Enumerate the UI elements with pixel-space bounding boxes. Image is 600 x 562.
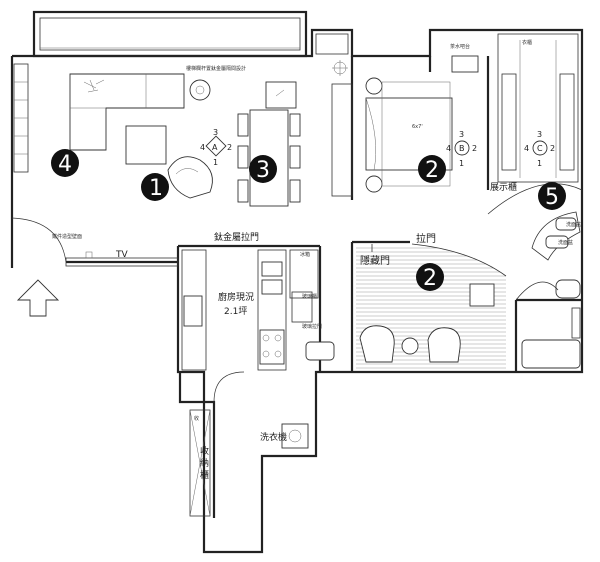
sliding-door-label: 鈦金屬拉門 [214, 231, 259, 243]
svg-text:4: 4 [524, 144, 529, 153]
svg-text:2: 2 [227, 143, 232, 152]
svg-text:B: B [459, 144, 465, 153]
svg-text:1: 1 [537, 159, 542, 168]
kitchen-title: 廚房現況 [218, 291, 254, 303]
left-window [13, 63, 29, 173]
basin-1 [555, 217, 577, 231]
plant-icon [83, 79, 105, 93]
second-bedroom: 隱藏門 拉門 [356, 232, 507, 369]
laundry: 收 收 納 櫃 洗衣機 [189, 409, 309, 517]
zone-badge-4: 4 [51, 149, 79, 177]
glass-door-label: 玻璃拉門 [302, 323, 322, 330]
lounge-chair [167, 156, 213, 199]
svg-text:C: C [537, 144, 543, 153]
svg-text:2: 2 [472, 144, 477, 153]
zone-badge-3: 3 [249, 155, 277, 183]
svg-text:1: 1 [213, 158, 218, 167]
storage-label-3: 櫃 [200, 469, 209, 481]
bar-stool [265, 81, 297, 109]
storage-label-1: 收 [200, 445, 209, 457]
svg-text:3: 3 [256, 158, 270, 183]
svg-text:1: 1 [149, 176, 163, 201]
bedroom-bar-label: 茶水吧台 [450, 43, 470, 50]
pull-door-label: 拉門 [416, 232, 436, 245]
pillar [315, 33, 349, 55]
basin-2 [545, 235, 569, 249]
svg-text:4: 4 [446, 144, 451, 153]
glass-cabinet-label: 玻璃櫃 [302, 293, 317, 300]
coffee-table [125, 125, 167, 165]
zone-badge-2-bedroom: 2 [418, 155, 446, 183]
bed-size-label: 6x7' [412, 124, 423, 130]
laundry-label: 洗衣機 [260, 431, 287, 443]
svg-text:5: 5 [545, 185, 559, 210]
svg-text:4: 4 [58, 152, 72, 177]
closet: 衣櫃 [497, 33, 579, 183]
vanity-counter [531, 211, 581, 261]
zone-badge-1: 1 [141, 173, 169, 201]
display-cabinet-label: 展示櫃 [490, 181, 517, 193]
tv-label: TV [115, 250, 128, 260]
desk: 茶水吧台 [450, 43, 479, 73]
floor-lamp [189, 79, 211, 101]
basin-label-1: 洗面盆 [566, 221, 581, 228]
elevation-marker-b: B 3 4 2 1 [446, 130, 477, 168]
svg-text:3: 3 [459, 130, 464, 139]
elevation-marker-a: A 3 4 2 1 [200, 128, 232, 167]
zone-badge-5: 5 [538, 182, 566, 210]
storage-label-2: 納 [200, 457, 209, 469]
bathroom-curve-wall [487, 183, 583, 215]
ceiling-light-icon [332, 60, 348, 76]
kitchen-sink-icon [261, 261, 283, 295]
svg-text:4: 4 [200, 143, 205, 152]
kitchen: 廚房現況 2.1坪 鈦金屬拉門 冰箱 玻璃櫃 玻璃拉門 [181, 231, 335, 403]
elevation-marker-c: C 3 4 2 1 [524, 130, 555, 168]
kitchen-area: 2.1坪 [224, 306, 247, 317]
rug [381, 81, 451, 187]
entry-door [11, 217, 67, 263]
stove-icon [259, 329, 285, 365]
tv-wall-label: 鐵件造型壁面 [52, 233, 82, 240]
closet-label: 衣櫃 [522, 39, 532, 46]
svg-text:1: 1 [459, 159, 464, 168]
shower-door [515, 281, 559, 301]
tv-unit: 鐵件造型壁面 TV [52, 233, 179, 267]
svg-text:2: 2 [423, 266, 437, 291]
outer-walls [10, 28, 584, 554]
zone-badge-2-second: 2 [416, 263, 444, 291]
balcony [32, 10, 308, 58]
bath-cabinet [571, 307, 581, 339]
bathtub [521, 339, 581, 369]
svg-text:3: 3 [537, 130, 542, 139]
basin-label-2: 洗面盆 [558, 239, 573, 246]
toilet [555, 279, 581, 299]
living-partition-note: 樓梯欄杆置鈦金屬隔間設計 [186, 65, 246, 72]
hidden-door-label: 隱藏門 [360, 254, 390, 267]
entry-arrow-icon [16, 279, 60, 317]
fridge-label: 冰箱 [300, 251, 310, 258]
svg-text:3: 3 [213, 128, 218, 137]
svg-text:2: 2 [425, 158, 439, 183]
svg-text:A: A [212, 143, 218, 152]
svg-text:2: 2 [550, 144, 555, 153]
wardrobe-strip [331, 83, 353, 197]
storage-top-label: 收 [194, 415, 199, 422]
